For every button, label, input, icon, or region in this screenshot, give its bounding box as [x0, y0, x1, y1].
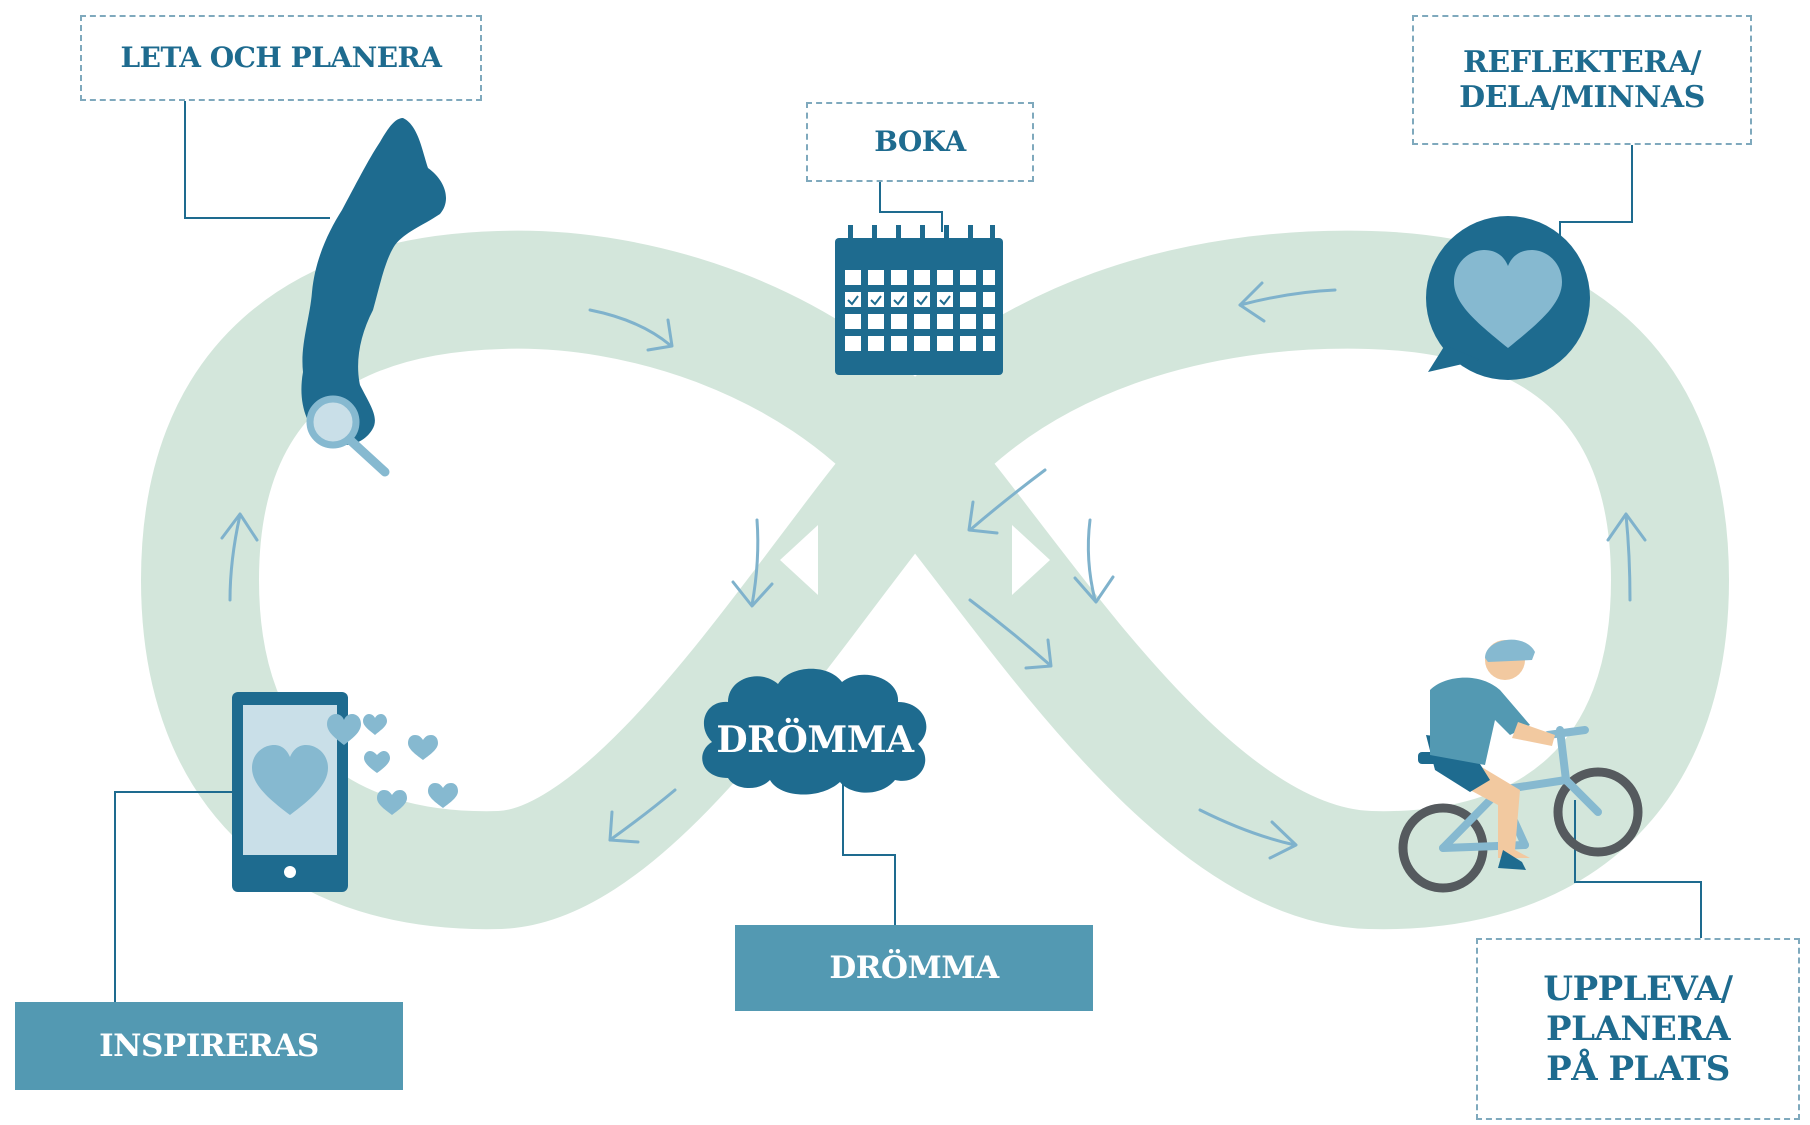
flow-arrow [1073, 518, 1115, 604]
small-heart-icon [364, 751, 390, 773]
crossing-notch-right [1012, 525, 1050, 595]
connector-line [114, 791, 232, 1002]
connector-line [842, 780, 896, 925]
small-heart-icon [327, 714, 361, 745]
cloud-label: DRÖMMA [716, 718, 915, 761]
heart-speech-bubble-icon [1426, 216, 1590, 380]
connector-line [879, 180, 943, 232]
cloud-icon: DRÖMMA [702, 668, 927, 795]
label-reflektera-dela-minnas: REFLEKTERA/ DELA/MINNAS [1412, 15, 1752, 145]
small-heart-icon [428, 783, 458, 808]
flow-arrow [1238, 281, 1337, 323]
smartphone-heart-icon [232, 692, 348, 892]
small-heart-icon [377, 790, 407, 815]
flow-arrow [220, 512, 259, 602]
magnifier-icon [306, 395, 390, 477]
flow-arrow [608, 788, 677, 844]
flow-arrow [588, 308, 674, 352]
sweden-map-icon [301, 118, 447, 445]
label-inspireras: INSPIRERAS [15, 1002, 403, 1090]
flow-arrow [1606, 512, 1647, 602]
calendar-icon [835, 225, 1003, 375]
infinity-loop [141, 230, 1729, 930]
label-uppleva-planera-pa-plats: UPPLEVA/ PLANERA PÅ PLATS [1476, 938, 1800, 1120]
flow-arrow [1198, 808, 1298, 860]
label-boka: BOKA [806, 102, 1034, 182]
crossing-notch-left [780, 525, 818, 595]
connector-line [184, 100, 330, 219]
flow-arrow [731, 518, 774, 608]
flow-arrow [968, 598, 1053, 670]
flow-arrow [967, 468, 1047, 535]
small-heart-icon [408, 735, 438, 760]
label-leta-och-planera: LETA OCH PLANERA [80, 15, 482, 101]
cyclist-icon [1398, 639, 1643, 893]
small-heart-icon [363, 714, 387, 735]
label-dromma: DRÖMMA [735, 925, 1093, 1011]
connector-line [1559, 144, 1633, 240]
